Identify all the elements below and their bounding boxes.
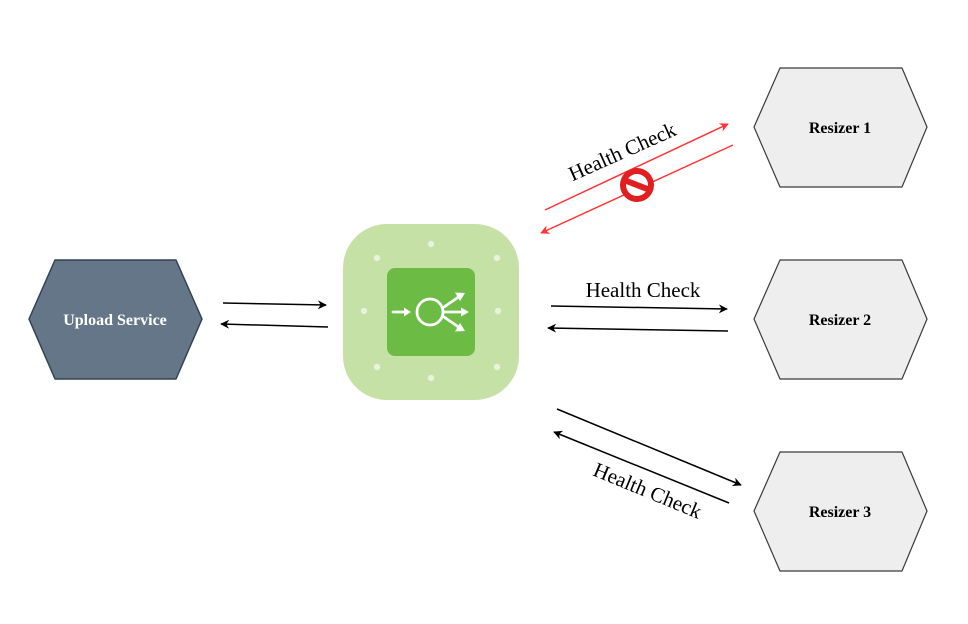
resizer-1-edge: Health Check bbox=[540, 117, 734, 234]
resizer-1-shape bbox=[753, 67, 928, 188]
resizer-2-edge-label: Health Check bbox=[586, 278, 701, 302]
load-balancer-node[interactable] bbox=[343, 224, 519, 400]
resizer-1-node[interactable]: Resizer 1 bbox=[753, 67, 928, 188]
upload-service-label: Upload Service bbox=[63, 312, 167, 329]
upload-service-node[interactable]: Upload Service bbox=[28, 259, 203, 380]
upload-lb-edges bbox=[220, 300, 329, 329]
resizer-1-edge-label: Health Check bbox=[565, 117, 680, 186]
resizer-3-node[interactable]: Resizer 3 bbox=[753, 451, 928, 572]
resizer-1-label: Resizer 1 bbox=[809, 120, 871, 137]
resizer-3-edge-label: Health Check bbox=[590, 457, 706, 523]
resizer-3-edge: Health Check bbox=[553, 408, 742, 524]
resizer-3-to-lb-arrow bbox=[553, 430, 730, 504]
load-balancer-icon bbox=[391, 292, 469, 332]
resizer-2-to-lb-arrow bbox=[547, 323, 729, 333]
resizer-2-edge: Health Check bbox=[547, 278, 729, 333]
lb-to-resizer-1-arrow bbox=[544, 123, 729, 211]
lb-to-resizer-2-arrow bbox=[550, 304, 728, 314]
load-balancer-inner bbox=[387, 268, 475, 356]
resizer-2-shape bbox=[753, 259, 928, 380]
prohibited-icon bbox=[620, 168, 654, 202]
upload-service-shape bbox=[28, 259, 203, 380]
lb-to-resizer-3-arrow bbox=[556, 408, 742, 487]
resizer-3-label: Resizer 3 bbox=[809, 504, 871, 521]
resizer-3-shape bbox=[753, 451, 928, 572]
upload-to-lb-arrow bbox=[222, 300, 327, 310]
load-balancer-dots bbox=[360, 240, 502, 382]
resizer-2-label: Resizer 2 bbox=[809, 312, 871, 329]
resizer-2-node[interactable]: Resizer 2 bbox=[753, 259, 928, 380]
lb-to-upload-arrow bbox=[220, 319, 329, 329]
